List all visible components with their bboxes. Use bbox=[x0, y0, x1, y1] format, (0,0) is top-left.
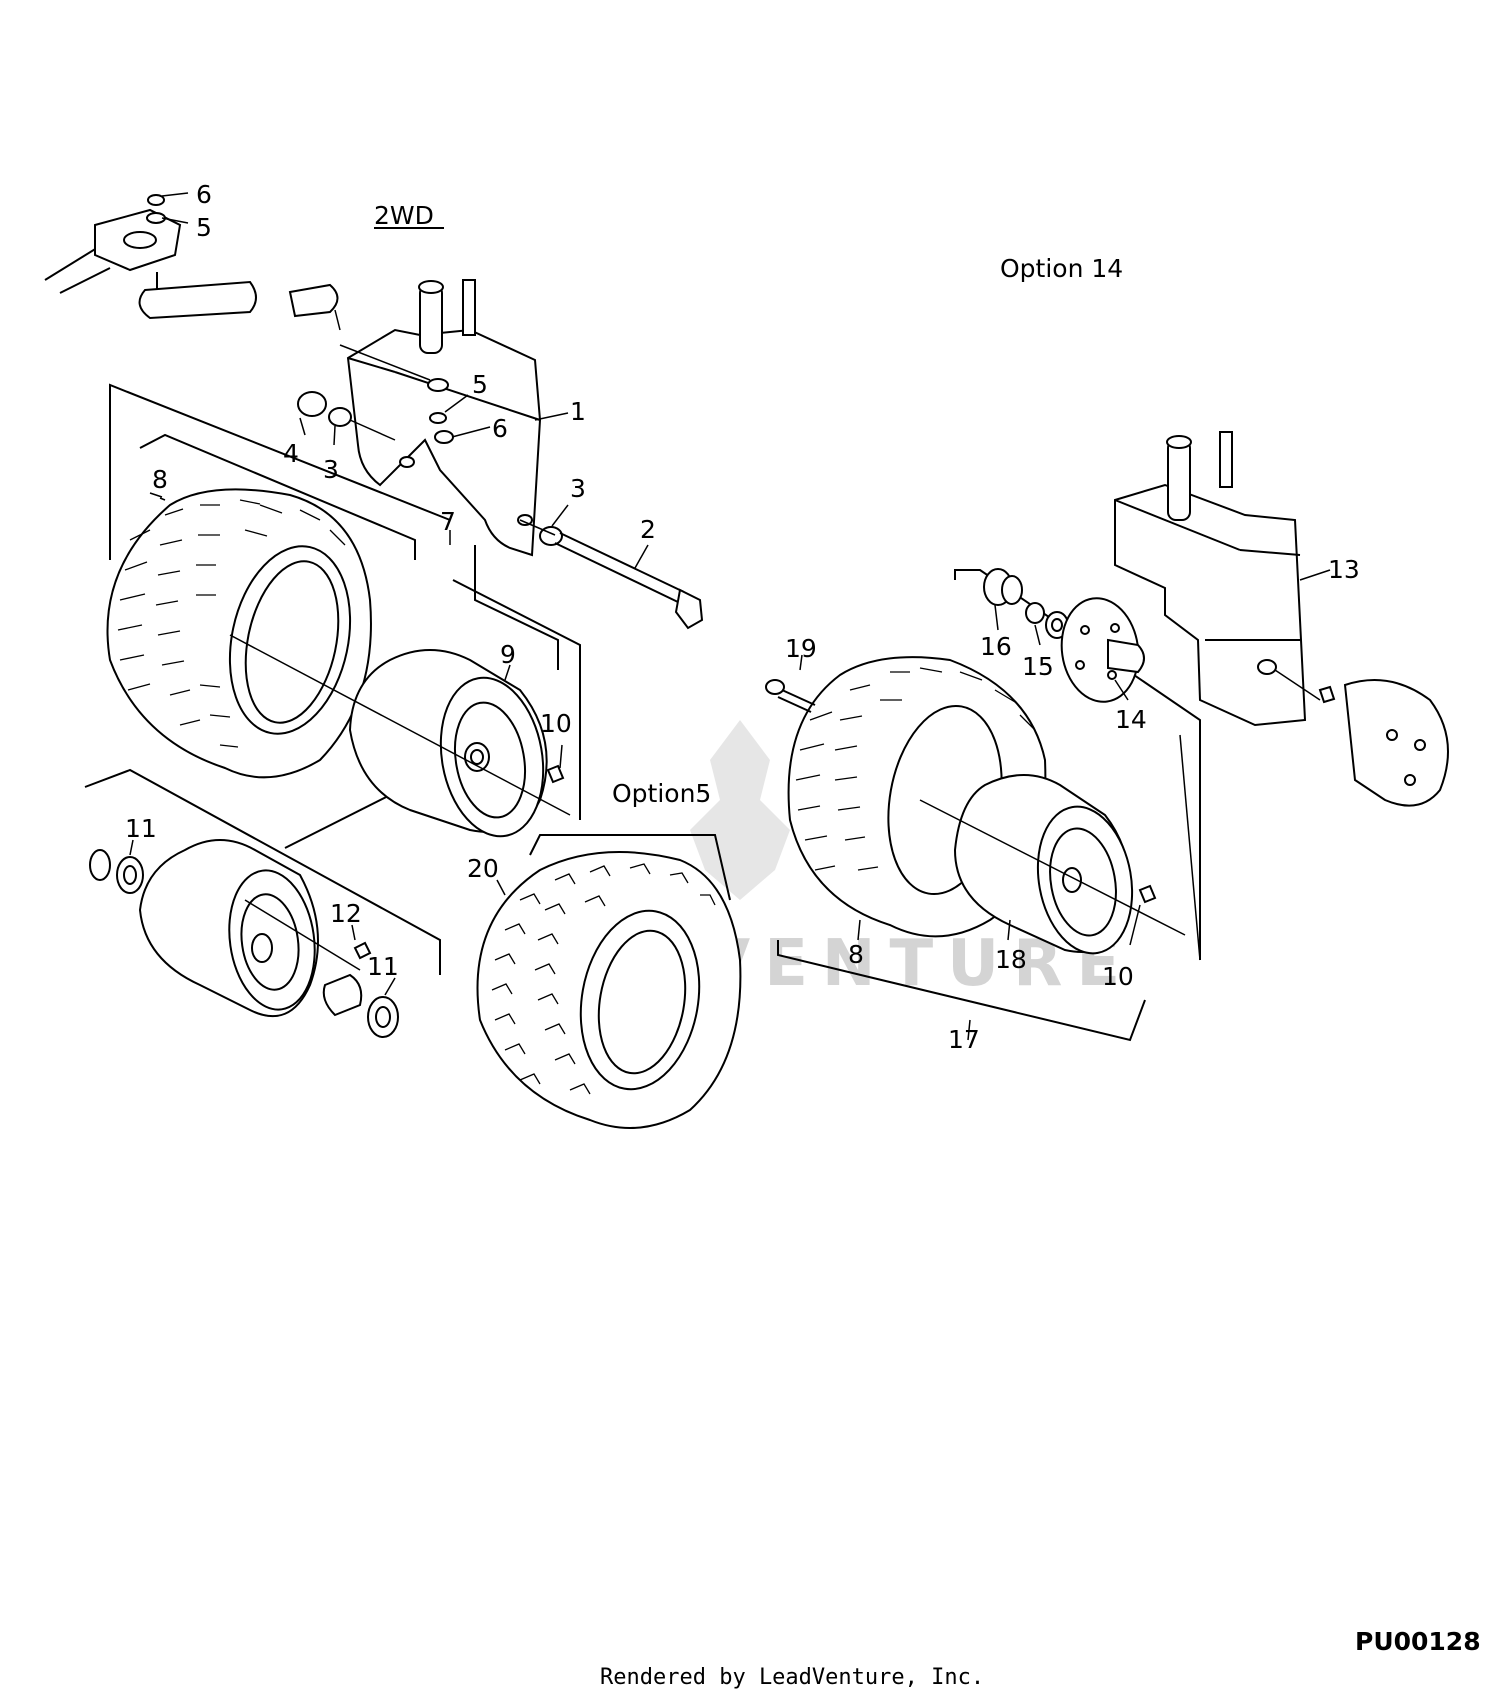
hub-assembly bbox=[954, 568, 1201, 960]
callout-9: 9 bbox=[500, 640, 516, 669]
callout-8: 8 bbox=[848, 940, 864, 969]
callout-19: 19 bbox=[785, 634, 817, 663]
callout-16: 16 bbox=[980, 632, 1012, 661]
lug-bolt bbox=[765, 679, 816, 713]
group-brackets-right bbox=[777, 734, 1201, 1042]
headings: 2WD Option 14 Option5 bbox=[374, 201, 1123, 808]
callouts: 6 5 5 1 6 4 3 3 7 2 8 9 10 11 12 11 20 1… bbox=[125, 180, 1360, 1054]
tire-option5 bbox=[476, 834, 742, 1129]
callout-3: 3 bbox=[570, 474, 586, 503]
leader-lines bbox=[129, 192, 1331, 1041]
figure-code: PU00128 bbox=[1355, 1627, 1481, 1656]
bracket-hardware bbox=[297, 344, 454, 444]
callout-12: 12 bbox=[330, 899, 362, 928]
callout-13: 13 bbox=[1328, 555, 1360, 584]
option14-spindle bbox=[1114, 431, 1449, 807]
callout-2: 2 bbox=[640, 515, 656, 544]
callout-10: 10 bbox=[540, 709, 572, 738]
callout-17: 17 bbox=[948, 1025, 980, 1054]
callout-11: 11 bbox=[125, 814, 157, 843]
callout-10: 10 bbox=[1102, 962, 1134, 991]
callout-8: 8 bbox=[152, 465, 168, 494]
rim-left bbox=[229, 634, 571, 838]
callout-5: 5 bbox=[472, 370, 488, 399]
group-brackets-left bbox=[84, 383, 581, 975]
rim-lower-left bbox=[89, 839, 399, 1038]
credit-line: Rendered by LeadVenture, Inc. bbox=[600, 1665, 984, 1690]
callout-5: 5 bbox=[196, 213, 212, 242]
axle-bolt bbox=[519, 519, 704, 630]
callout-6: 6 bbox=[196, 180, 212, 209]
callout-18: 18 bbox=[995, 945, 1027, 974]
callout-14: 14 bbox=[1115, 705, 1147, 734]
callout-15: 15 bbox=[1022, 652, 1054, 681]
callout-20: 20 bbox=[467, 854, 499, 883]
heading-option-14: Option 14 bbox=[1000, 254, 1123, 283]
callout-3: 3 bbox=[323, 455, 339, 484]
callout-1: 1 bbox=[570, 397, 586, 426]
heading-2wd: 2WD bbox=[374, 201, 434, 230]
tie-rod-assembly bbox=[44, 194, 341, 331]
callout-11: 11 bbox=[367, 952, 399, 981]
callout-6: 6 bbox=[492, 414, 508, 443]
rim-right bbox=[919, 774, 1186, 955]
callout-7: 7 bbox=[440, 507, 456, 536]
tire-left bbox=[106, 488, 372, 779]
callout-4: 4 bbox=[283, 439, 299, 468]
heading-option5: Option5 bbox=[612, 779, 711, 808]
